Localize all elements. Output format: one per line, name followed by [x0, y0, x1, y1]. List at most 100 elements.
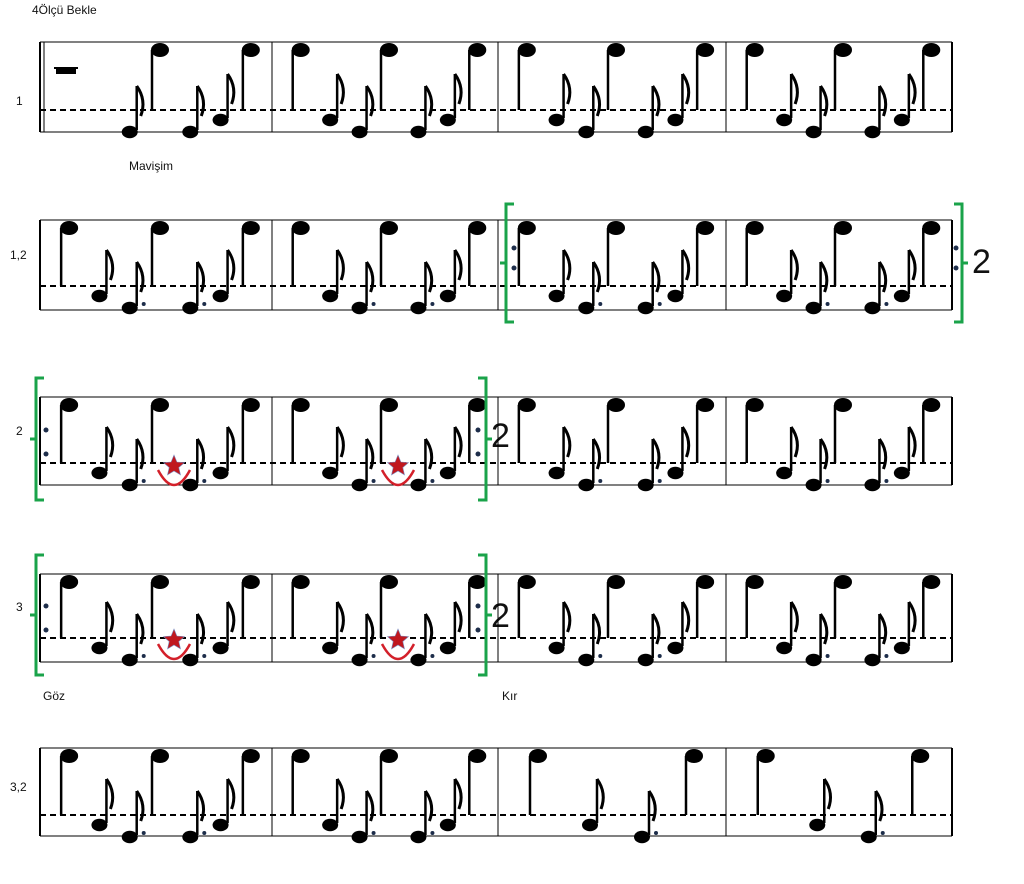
note-flag	[651, 85, 661, 117]
augmentation-dot	[657, 479, 662, 483]
staff-system-5	[39, 747, 953, 844]
star-icon	[386, 454, 410, 476]
augmentation-dot	[141, 831, 146, 835]
repeat-bracket-icon	[954, 202, 968, 324]
note-head	[517, 397, 536, 413]
repeat-dot	[43, 603, 49, 609]
note-head	[696, 220, 715, 236]
note-head	[121, 478, 138, 492]
note-flag	[335, 601, 345, 633]
measure	[59, 748, 260, 844]
note-flag	[105, 249, 115, 281]
augmentation-dot	[880, 831, 885, 835]
repeat-dot	[43, 627, 49, 633]
note-head	[834, 574, 852, 590]
note-flag	[335, 778, 345, 810]
note-head	[685, 748, 703, 764]
note-flag	[196, 85, 206, 117]
note-flag	[647, 790, 657, 822]
section-label-mavisim: Mavişim	[129, 159, 173, 173]
augmentation-dot	[657, 302, 662, 306]
note-head	[805, 653, 822, 667]
note-head	[776, 466, 793, 480]
note-flag	[651, 261, 661, 293]
note-head	[578, 125, 595, 139]
measure	[745, 220, 941, 315]
note-flag	[196, 438, 206, 470]
note-flag	[453, 73, 463, 105]
note-head	[380, 574, 398, 590]
star-icon	[386, 628, 410, 650]
augmentation-dot	[371, 302, 376, 306]
note-flag	[823, 778, 832, 810]
repeat-count-2: 2	[491, 417, 510, 455]
note-head	[637, 125, 654, 139]
note-head	[322, 113, 339, 127]
note-head	[291, 574, 310, 590]
note-flag	[196, 261, 206, 293]
measure	[291, 574, 487, 667]
note-head	[291, 42, 310, 58]
note-head	[439, 289, 456, 303]
measure	[59, 397, 260, 492]
note-head	[893, 289, 910, 303]
note-flag	[907, 73, 917, 105]
note-head	[667, 466, 684, 480]
note-flag	[562, 426, 572, 458]
note-head	[805, 478, 822, 492]
augmentation-dot	[202, 479, 207, 483]
measure	[528, 748, 703, 844]
measure	[291, 42, 487, 139]
note-head	[756, 748, 775, 764]
note-flag	[592, 85, 602, 117]
note-flag	[595, 778, 605, 810]
staff-system-3	[39, 396, 953, 492]
note-head	[696, 397, 715, 413]
note-head	[548, 466, 565, 480]
measure	[517, 574, 715, 667]
note-flag	[453, 426, 463, 458]
augmentation-dot	[884, 654, 889, 658]
note-flag	[878, 261, 888, 293]
note-flag	[562, 73, 572, 105]
repeat-dot	[511, 265, 517, 271]
note-head	[637, 478, 654, 492]
measure	[291, 397, 487, 492]
note-head	[860, 830, 877, 844]
note-head	[864, 478, 881, 492]
note-flag	[226, 73, 236, 105]
note-head	[182, 653, 199, 667]
augmentation-dot	[598, 654, 603, 658]
note-head	[182, 125, 199, 139]
star-icon	[162, 628, 186, 650]
augmentation-dot	[657, 654, 662, 658]
note-head	[922, 220, 941, 236]
note-head	[291, 220, 310, 236]
note-head	[291, 397, 310, 413]
note-head	[607, 574, 625, 590]
note-head	[696, 574, 715, 590]
note-head	[60, 220, 79, 236]
note-head	[439, 466, 456, 480]
note-head	[667, 113, 684, 127]
repeat-bracket-icon	[478, 553, 492, 677]
note-head	[91, 641, 108, 655]
measure	[291, 748, 487, 844]
repeat-dot	[475, 427, 481, 433]
note-head	[864, 125, 881, 139]
note-head	[834, 220, 852, 236]
note-head	[351, 830, 368, 844]
note-flag	[105, 601, 115, 633]
augmentation-dot	[430, 302, 435, 306]
note-head	[60, 748, 79, 764]
note-flag	[907, 249, 917, 281]
note-head	[776, 113, 793, 127]
note-head	[548, 289, 565, 303]
note-head	[151, 42, 169, 58]
repeat-count-1: 2	[972, 243, 991, 281]
repeat-dot	[475, 451, 481, 457]
note-head	[696, 42, 715, 58]
note-head	[91, 289, 108, 303]
row-label-2: 1,2	[10, 248, 27, 262]
row-label-1: 1	[16, 94, 23, 108]
